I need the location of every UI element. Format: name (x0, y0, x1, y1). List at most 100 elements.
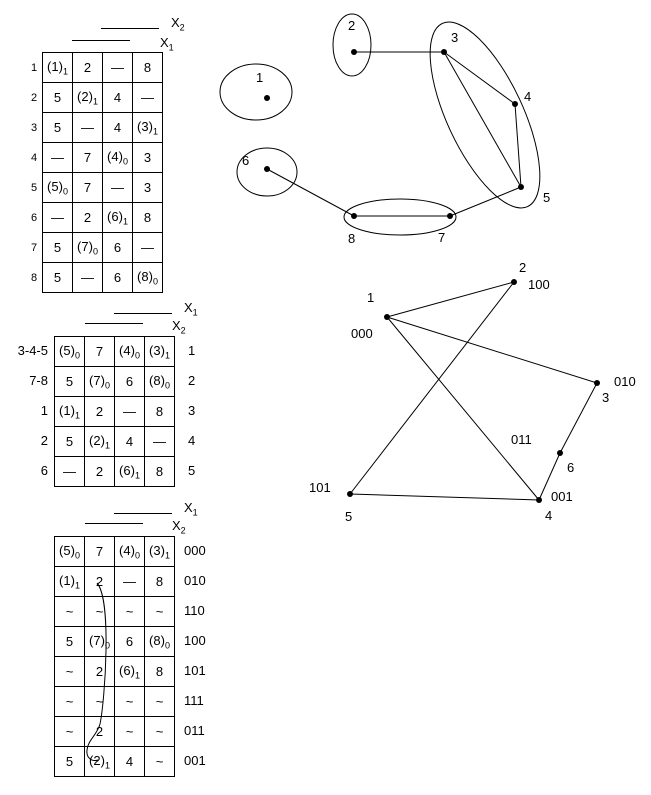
graph-node (511, 279, 517, 285)
cell-state: — (81, 270, 94, 285)
table-cell: ~ (144, 746, 175, 777)
cell-state: (4) (107, 148, 123, 164)
cell-output: 1 (74, 580, 80, 591)
graph-node (536, 497, 542, 503)
table-cell: — (42, 142, 73, 173)
cell-state: 2 (95, 724, 104, 739)
x2-text: X (172, 318, 181, 333)
cell-state: (6) (107, 208, 123, 224)
cell-state: ~ (155, 754, 164, 769)
cell-state: 6 (113, 270, 122, 285)
cell-state: (7) (77, 238, 93, 254)
table-cell: 8 (144, 456, 175, 487)
graph-edge (514, 103, 522, 188)
cell-state: — (51, 150, 64, 165)
cell-output: 0 (62, 186, 68, 197)
cell-state: 5 (53, 270, 62, 285)
cell-state: — (111, 180, 124, 195)
x1-overline (72, 40, 130, 41)
table-cell: 8 (132, 202, 163, 233)
row-label-right: 3 (188, 403, 196, 418)
cell-state: 2 (83, 210, 92, 225)
cell-state: — (123, 574, 136, 589)
graph-edge (266, 168, 355, 217)
cell-state: (1) (59, 402, 75, 418)
table-cell: (7)0 (84, 366, 115, 397)
cell-output: 1 (134, 670, 140, 681)
graph-node (594, 380, 600, 386)
cell-state: 2 (95, 664, 104, 679)
table-row: ~~~~ (54, 686, 175, 717)
cell-state: (3) (149, 542, 165, 558)
graph-edge (349, 281, 515, 495)
table-cell: ~ (54, 686, 85, 717)
group-ellipse-7-8 (343, 198, 457, 236)
cell-state: 7 (95, 544, 104, 559)
table-cell: — (72, 262, 103, 293)
graph-edge (386, 316, 540, 501)
graph-edge (386, 316, 598, 384)
cell-state: 3 (143, 150, 152, 165)
row-label-left: 6 (40, 463, 48, 478)
x2-label: X2 (172, 518, 186, 536)
cell-state: — (141, 240, 154, 255)
x1-overline (114, 513, 172, 514)
table-cell: ~ (144, 716, 175, 747)
table-cell: (5)0 (42, 172, 73, 203)
node-label: 1 (256, 70, 263, 85)
cell-state: (4) (119, 342, 135, 358)
table-row: ~2~~ (54, 716, 175, 747)
table-row: 5—6(8)0 (42, 262, 163, 293)
cell-state: ~ (125, 694, 134, 709)
cell-output: 1 (164, 550, 170, 561)
table-cell: ~ (144, 686, 175, 717)
cell-state: ~ (125, 724, 134, 739)
state-code: 011 (184, 723, 205, 738)
cell-state: (2) (77, 88, 93, 104)
table-cell: — (132, 82, 163, 113)
cell-output: 1 (164, 350, 170, 361)
table-cell: 8 (144, 566, 175, 597)
cell-state: (3) (149, 342, 165, 358)
cell-state: 5 (53, 240, 62, 255)
cell-state: (7) (89, 632, 105, 648)
state-code: 111 (184, 693, 204, 708)
graph-node (264, 95, 270, 101)
cell-output: 0 (74, 550, 80, 561)
cell-state: 2 (95, 464, 104, 479)
node-label: 1 (367, 290, 374, 305)
cell-state: 5 (65, 434, 74, 449)
cell-output: 1 (104, 760, 110, 771)
cell-state: (2) (89, 432, 105, 448)
cell-output: 0 (122, 156, 128, 167)
cell-state: — (153, 434, 166, 449)
x1-text: X (184, 500, 193, 515)
cell-output: 1 (134, 470, 140, 481)
cell-output: 0 (104, 640, 110, 651)
graph-edge (559, 382, 598, 454)
x2-overline (85, 523, 143, 524)
node-code: 011 (511, 432, 532, 447)
node-label: 5 (345, 509, 352, 524)
cell-state: 4 (125, 754, 134, 769)
node-code: 000 (351, 326, 373, 341)
table-cell: (1)1 (54, 396, 85, 427)
graph-edge (349, 493, 540, 501)
table-cell: 5 (42, 262, 73, 293)
row-label: 1 (31, 62, 38, 74)
cell-state: 5 (53, 120, 62, 135)
graph-edge (443, 51, 522, 188)
x2-overline (85, 323, 143, 324)
cell-state: — (141, 90, 154, 105)
cell-state: 6 (125, 374, 134, 389)
node-label: 3 (602, 390, 609, 405)
node-label: 8 (348, 231, 355, 246)
graph-node (557, 450, 563, 456)
table-cell: (4)0 (102, 142, 133, 173)
